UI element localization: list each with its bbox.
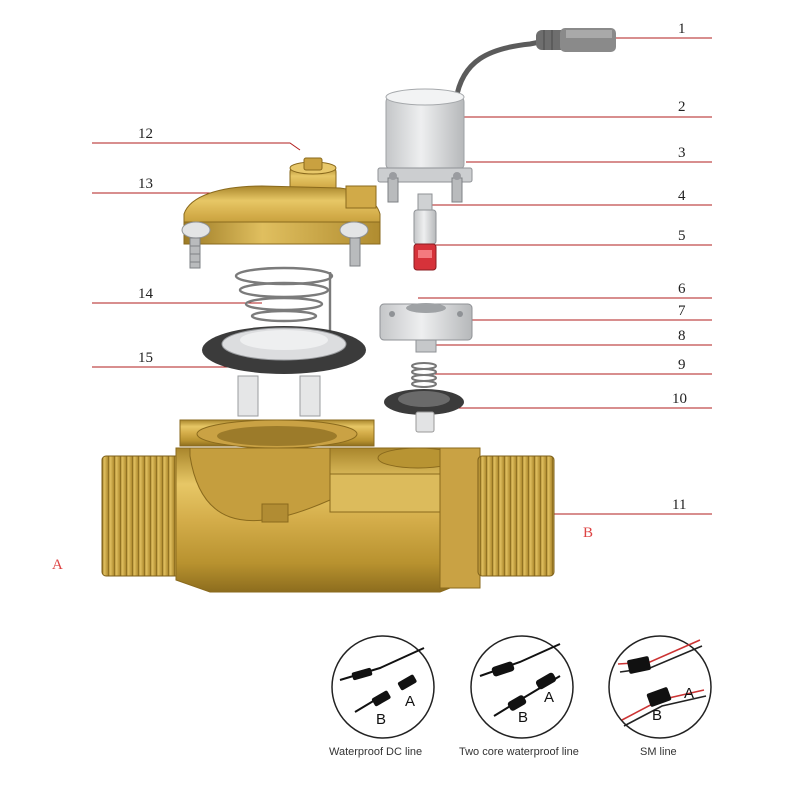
callout-9: 9 <box>678 357 686 373</box>
twocore-label-a: A <box>544 689 554 706</box>
dc-label-b: B <box>376 711 386 728</box>
outlet-label: B <box>583 525 593 541</box>
twocore-label-b: B <box>518 709 528 726</box>
callout-8: 8 <box>678 328 686 344</box>
part-small-spring <box>411 362 437 388</box>
dc-caption: Waterproof DC line <box>329 746 422 758</box>
callout-7: 7 <box>678 303 686 319</box>
connector-two-core: A B Two core waterproof line <box>459 635 579 758</box>
dc-label-a: A <box>405 693 415 710</box>
part-cable-plug <box>453 28 616 103</box>
sm-label-b: B <box>652 707 662 724</box>
callout-4: 4 <box>678 188 686 204</box>
callout-3: 3 <box>678 145 686 161</box>
sm-caption: SM line <box>640 746 677 758</box>
part-brass-cover <box>181 157 381 269</box>
connector-sm: A B SM line <box>608 635 712 758</box>
callout-5: 5 <box>678 228 686 244</box>
callout-13: 13 <box>138 176 153 192</box>
sm-label-a: A <box>684 685 694 702</box>
part-small-diaphragm <box>384 389 464 433</box>
twocore-caption: Two core waterproof line <box>459 746 579 758</box>
callout-12: 12 <box>138 126 153 142</box>
callout-14: 14 <box>138 286 154 302</box>
part-plunger <box>413 193 437 271</box>
callout-2: 2 <box>678 99 686 115</box>
callout-15: 15 <box>138 350 153 366</box>
part-pilot-block <box>379 303 473 353</box>
part-valve-body <box>101 419 555 593</box>
callout-6: 6 <box>678 281 686 297</box>
callout-1: 1 <box>678 21 686 37</box>
part-main-diaphragm <box>202 326 366 417</box>
callout-11: 11 <box>672 497 686 513</box>
inlet-label: A <box>52 557 63 573</box>
connector-waterproof-dc: A B Waterproof DC line <box>329 635 435 758</box>
callout-10: 10 <box>672 391 687 407</box>
callout-numbers: 1 2 3 4 5 6 7 8 9 10 11 12 13 14 15 <box>138 21 687 513</box>
part-main-spring <box>234 266 334 332</box>
part-coil <box>377 88 473 203</box>
